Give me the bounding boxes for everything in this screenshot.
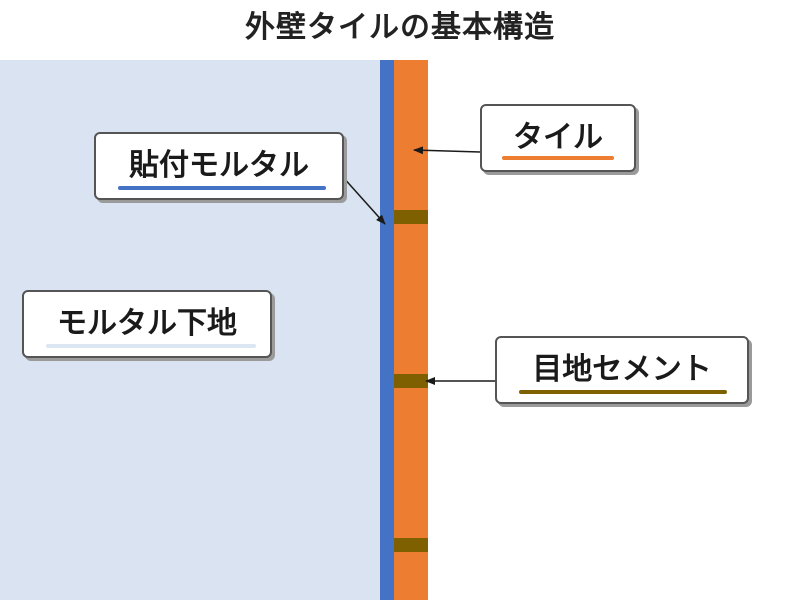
label-tile-underline (502, 156, 614, 160)
label-mortar-base-text: モルタル下地 (57, 306, 237, 341)
adhesive-mortar-layer (380, 60, 394, 600)
label-tile: タイル (480, 104, 636, 172)
joint-cement-segment (394, 210, 428, 224)
label-adhesive-mortar: 貼付モルタル (94, 132, 344, 200)
joint-cement-segment (394, 374, 428, 388)
tile-arrow (413, 146, 481, 155)
diagram-title: 外壁タイルの基本構造 (245, 10, 555, 45)
label-joint-cement: 目地セメント (495, 336, 749, 404)
label-mortar-base-underline (46, 344, 256, 348)
label-adhesive-mortar-text: 貼付モルタル (129, 148, 309, 183)
label-mortar-base: モルタル下地 (22, 290, 272, 358)
label-joint-cement-text: 目地セメント (532, 352, 712, 387)
tile-segment (394, 388, 428, 538)
tile-segment (394, 60, 428, 210)
adhesive-arrow (341, 175, 386, 225)
tile-segment (394, 552, 428, 600)
joint-cement-segment (394, 538, 428, 552)
tile-segment (394, 224, 428, 374)
label-tile-text: タイル (513, 120, 603, 155)
label-adhesive-mortar-underline (118, 186, 326, 190)
label-joint-cement-underline (519, 390, 727, 394)
